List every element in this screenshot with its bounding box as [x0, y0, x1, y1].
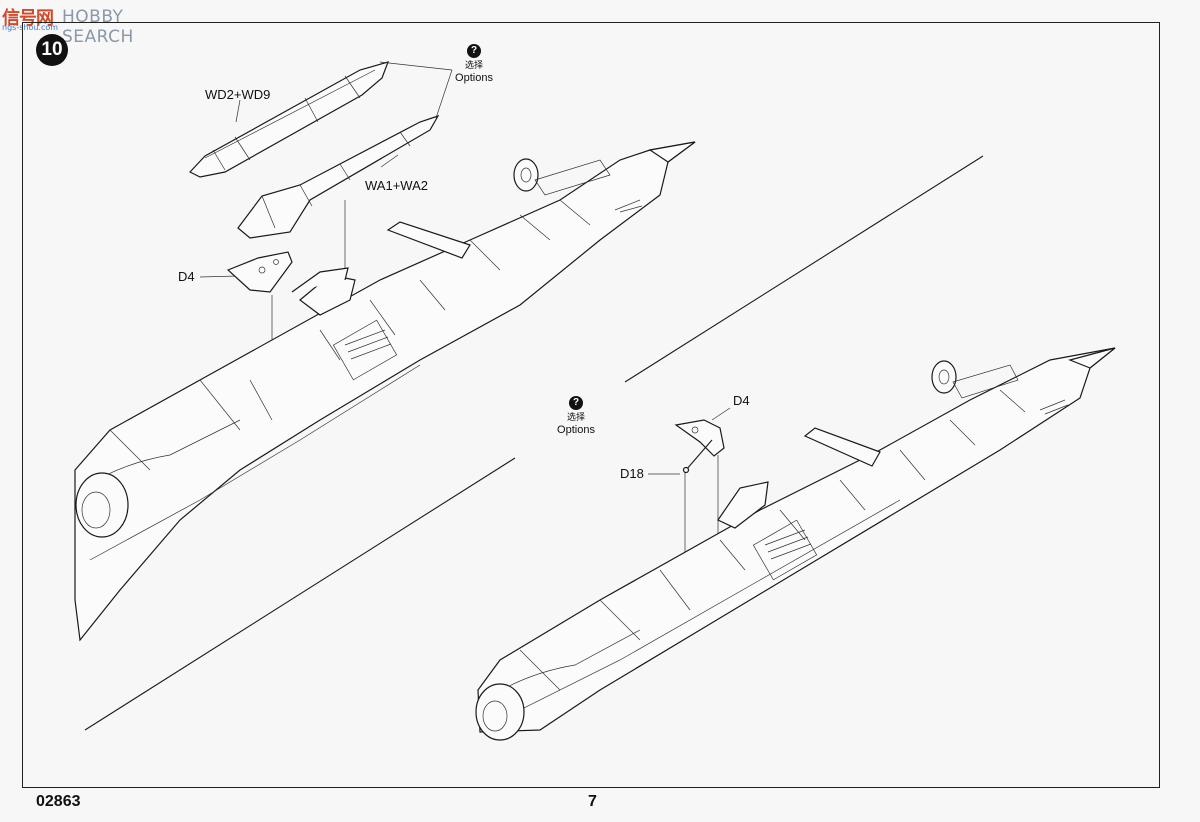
- options-label: Options: [455, 72, 493, 84]
- callout-d18: D18: [620, 466, 644, 481]
- drop-tank-part: [189, 61, 389, 178]
- callout-d4-upper: D4: [178, 269, 195, 284]
- options-cn-label: 选择: [464, 61, 483, 71]
- page-frame: [22, 22, 1160, 788]
- aircraft-fuselage-upper: [74, 141, 696, 642]
- options-note-top: ? 选择 Options: [448, 44, 500, 84]
- divider-line-lower: [84, 457, 516, 731]
- rod-part-d18: [682, 439, 713, 474]
- step-number-badge: 10: [36, 34, 68, 66]
- bracket-part-d4-upper: [226, 251, 293, 293]
- callout-d4-lower: D4: [733, 393, 750, 408]
- watermark-subtext: ngs-shou.com: [2, 23, 59, 32]
- question-icon: ?: [569, 396, 583, 410]
- question-icon: ?: [467, 44, 481, 58]
- callout-wd2-wd9: WD2+WD9: [205, 87, 271, 102]
- page-number: 7: [588, 793, 597, 810]
- product-code: 02863: [36, 793, 81, 810]
- watermark-logo: 信号网: [2, 8, 54, 29]
- bracket-part-d4-lower: [674, 419, 725, 457]
- options-cn-label: 选择: [566, 413, 585, 423]
- options-label: Options: [557, 424, 595, 436]
- callout-wa1-wa2: WA1+WA2: [365, 178, 428, 193]
- aircraft-fuselage-lower: [475, 347, 1116, 741]
- divider-line-upper: [624, 155, 984, 383]
- missile-part: [237, 114, 440, 239]
- options-note-middle: ? 选择 Options: [550, 396, 602, 436]
